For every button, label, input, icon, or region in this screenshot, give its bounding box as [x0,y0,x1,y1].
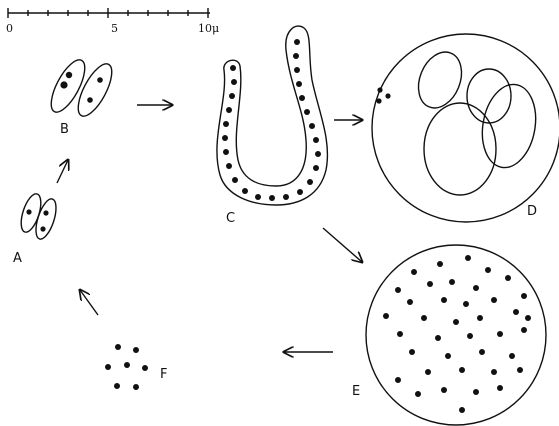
stage-a-cells [17,192,60,242]
stage-e-cell [366,245,546,425]
stage-e-dots [383,255,531,413]
stage-c-label: C [226,211,235,226]
stage-e-label: E [352,384,360,399]
stage-d-label: D [527,204,537,219]
stage-d-cell [372,34,559,222]
stage-f-label: F [160,367,167,382]
scale-label-0: 0 [6,22,13,35]
scale-label-10: 10μ [198,22,219,35]
stage-b-label: B [60,122,69,137]
stage-f-dots [105,344,148,390]
stage-c-tube [217,26,328,205]
scale-label-5: 5 [111,22,118,35]
scale-bar: 0 5 10μ [6,8,219,35]
arrow-c-to-e [323,228,362,262]
stage-a-label: A [13,251,22,266]
arrow-f-to-a [80,290,98,315]
arrow-a-to-b [57,160,68,183]
stage-b-cells [45,55,119,121]
